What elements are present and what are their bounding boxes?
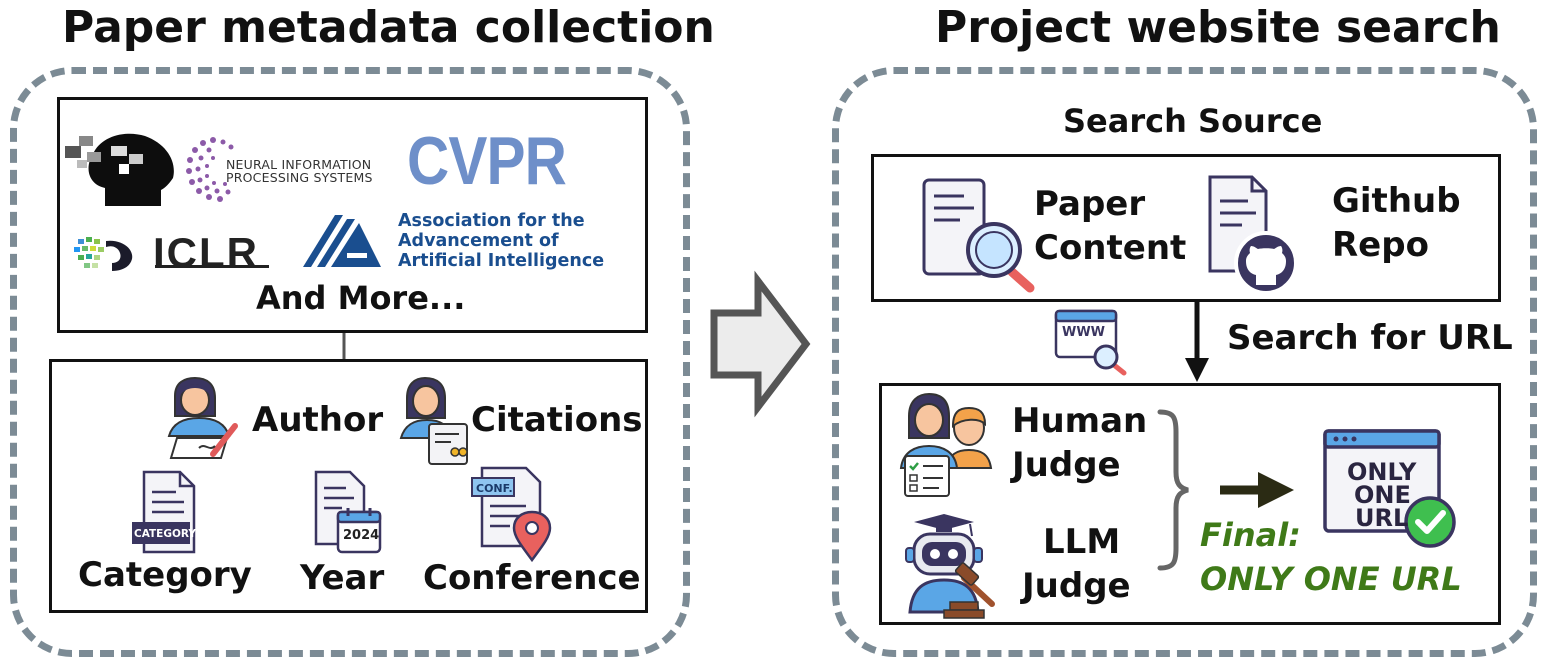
year-tag-text: 2024	[343, 528, 380, 543]
aaai-text-line1: Association for the	[398, 211, 585, 231]
llm-judge-label-1: LLM	[1043, 522, 1121, 562]
only-one-url-window-icon	[1323, 429, 1456, 548]
author-writing-icon	[167, 376, 238, 459]
only-one-url-text-2: ONE	[1354, 481, 1411, 509]
judge-brace	[1157, 409, 1189, 571]
left-panel-title: Paper metadata collection	[62, 2, 715, 53]
www-text: WWW	[1062, 325, 1106, 340]
right-panel-title: Project website search	[935, 2, 1501, 53]
paper-content-label-2: Content	[1034, 228, 1187, 268]
search-for-url-label: Search for URL	[1227, 318, 1513, 358]
final-label: Final:	[1200, 516, 1301, 554]
aaai-logo-icon	[303, 215, 381, 267]
iclr-underline	[155, 265, 269, 268]
citations-label: Citations	[471, 400, 643, 440]
year-label: Year	[300, 558, 385, 598]
cvpr-logo: CVPR	[407, 123, 567, 199]
aaai-text-line2: Advancement of	[398, 231, 559, 251]
paper-content-label-1: Paper	[1034, 184, 1146, 224]
right-dashed-panel	[832, 67, 1537, 657]
iclr-logo-icon	[74, 237, 133, 271]
conference-label: Conference	[423, 558, 641, 598]
category-tag-text: CATEGORY	[134, 528, 197, 540]
github-label-1: Github	[1332, 181, 1461, 221]
category-label: Category	[78, 555, 252, 595]
big-right-arrow	[710, 270, 811, 418]
github-repo-icon	[1208, 175, 1298, 295]
human-judge-label-2: Judge	[1012, 445, 1121, 485]
author-label: Author	[252, 400, 384, 440]
llm-judge-label-2: Judge	[1022, 566, 1131, 606]
human-judge-label-1: Human	[1012, 401, 1148, 441]
neurips-text-line1: NEURAL INFORMATION	[226, 157, 372, 172]
head-logo-icon	[65, 133, 174, 206]
only-one-url-text-3: URL	[1355, 504, 1409, 532]
conf-tag-text: CONF.	[476, 482, 513, 495]
github-label-2: Repo	[1332, 225, 1429, 265]
down-arrow-right	[1185, 302, 1209, 382]
human-judge-icon	[899, 392, 993, 497]
and-more-label: And More...	[256, 279, 466, 317]
iclr-logo: ICLR	[153, 229, 259, 276]
www-search-icon	[1054, 309, 1127, 376]
aaai-text-line3: Artificial Intelligence	[398, 251, 605, 271]
neurips-logo-icon	[186, 137, 234, 202]
year-calendar-icon	[314, 470, 382, 554]
category-document-icon	[132, 470, 196, 554]
final-value: ONLY ONE URL	[1200, 560, 1462, 598]
citations-icon	[399, 376, 468, 465]
conference-logos-box	[57, 97, 648, 333]
paper-content-search-icon	[922, 178, 1035, 293]
left-dashed-panel	[10, 67, 690, 657]
conference-location-icon	[471, 466, 552, 563]
search-source-label: Search Source	[1063, 102, 1323, 140]
only-one-url-text-1: ONLY	[1347, 458, 1417, 486]
llm-judge-robot-icon	[905, 514, 995, 619]
neurips-text-line2: PROCESSING SYSTEMS	[226, 170, 373, 185]
result-arrow	[1220, 472, 1294, 508]
